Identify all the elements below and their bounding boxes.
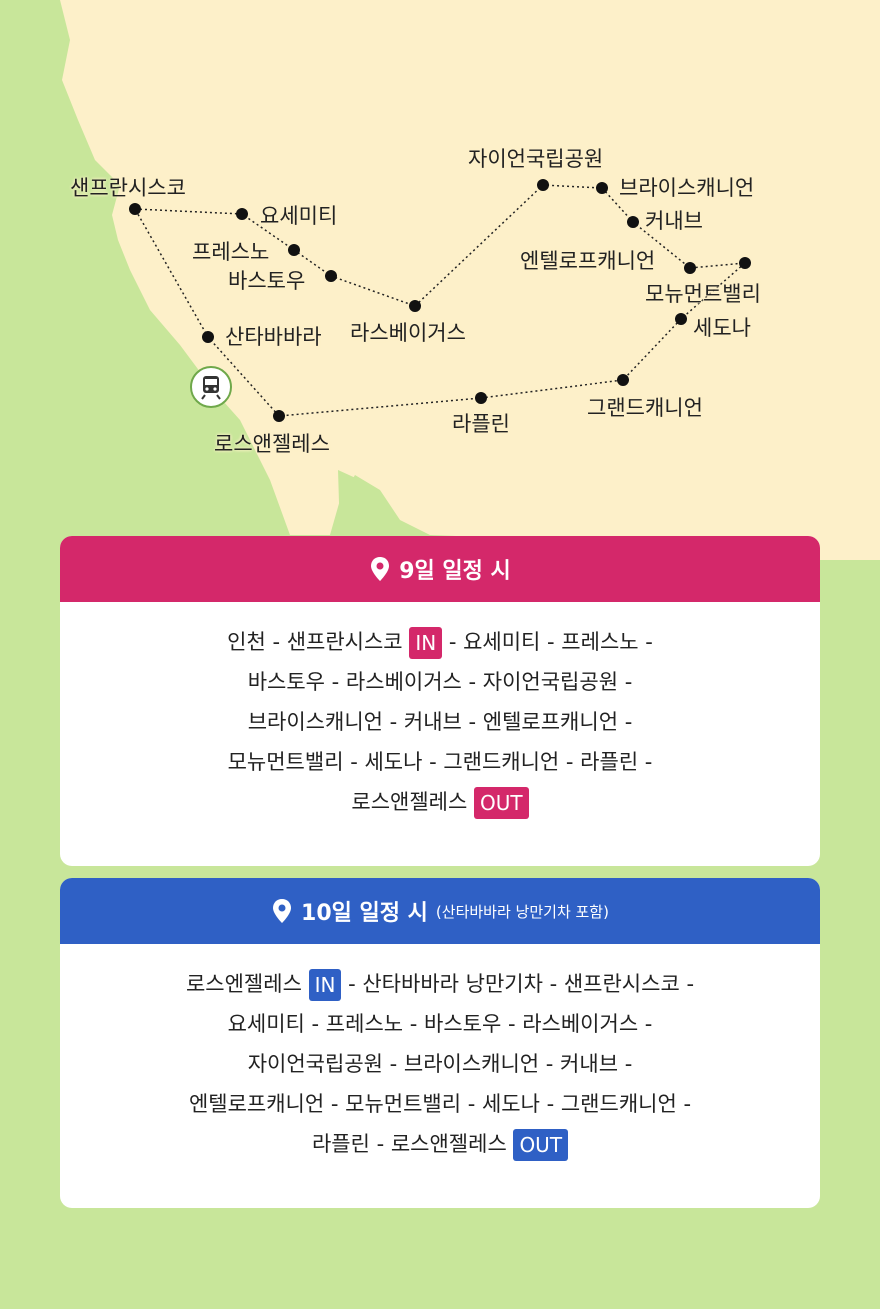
location-pin-icon [273, 899, 292, 923]
dot-laughlin [475, 392, 487, 404]
route-map: 샌프란시스코 요세미티 프레스노 바스토우 라스베이거스 산타바바라 로스앤젤레… [0, 0, 880, 560]
itinerary-text: - 요세미티 - 프레스노 - [442, 630, 653, 654]
itinerary-text: 엔텔로프캐니언 - 모뉴먼트밸리 - 세도나 - 그랜드캐니언 - [188, 1092, 692, 1116]
train-icon [190, 366, 232, 408]
dot-yosemite [236, 208, 248, 220]
card-body-9day: 인천 - 샌프란시스코 IN - 요세미티 - 프레스노 - 바스토우 - 라스… [60, 602, 820, 822]
itinerary-text: 라플린 - 로스앤젤레스 [311, 1132, 514, 1156]
land-area [60, 0, 880, 560]
label-losangeles: 로스앤젤레스 [214, 432, 330, 456]
route-dots [129, 179, 751, 422]
label-barstow: 바스토우 [228, 269, 306, 293]
dot-monument [739, 257, 751, 269]
itinerary-text: 모뉴먼트밸리 - 세도나 - 그랜드캐니언 - 라플린 - [227, 750, 653, 774]
dot-kanab [627, 216, 639, 228]
itinerary-text: - 산타바바라 낭만기차 - 샌프란시스코 - [341, 972, 695, 996]
itinerary-line: 라플린 - 로스앤젤레스 OUT [60, 1124, 820, 1164]
label-kanab: 커내브 [645, 209, 703, 233]
itinerary-line: 바스토우 - 라스베이거스 - 자이언국립공원 - [60, 662, 820, 702]
itinerary-line: 브라이스캐니언 - 커내브 - 엔텔로프캐니언 - [60, 702, 820, 742]
card-subtitle-10day: (산타바바라 낭만기차 포함) [435, 902, 609, 921]
label-lasvegas: 라스베이거스 [350, 321, 466, 345]
card-header-10day: 10일 일정 시 (산타바바라 낭만기차 포함) [60, 878, 820, 944]
label-sedona: 세도나 [693, 316, 751, 340]
label-bryce: 브라이스캐니언 [619, 176, 755, 200]
dot-lasvegas [409, 300, 421, 312]
label-yosemite: 요세미티 [260, 204, 338, 228]
in-badge: IN [409, 627, 443, 659]
label-sanfrancisco: 샌프란시스코 [70, 176, 186, 200]
inland-green-patch [338, 470, 372, 535]
card-title-9day: 9일 일정 시 [399, 559, 511, 584]
itinerary-line: 인천 - 샌프란시스코 IN - 요세미티 - 프레스노 - [60, 622, 820, 662]
itinerary-text: 요세미티 - 프레스노 - 바스토우 - 라스베이거스 - [227, 1012, 653, 1036]
label-grandcanyon: 그랜드캐니언 [587, 396, 703, 420]
itinerary-line: 엔텔로프캐니언 - 모뉴먼트밸리 - 세도나 - 그랜드캐니언 - [60, 1084, 820, 1124]
in-badge: IN [308, 969, 342, 1001]
label-antelope: 엔텔로프캐니언 [520, 249, 656, 273]
itinerary-text: 바스토우 - 라스베이거스 - 자이언국립공원 - [247, 670, 633, 694]
dot-bryce [596, 182, 608, 194]
dot-fresno [288, 244, 300, 256]
itinerary-line: 로스엔젤레스 IN - 산타바바라 낭만기차 - 샌프란시스코 - [60, 964, 820, 1004]
dot-losangeles [273, 410, 285, 422]
label-fresno: 프레스노 [192, 240, 270, 264]
itinerary-text: 자이언국립공원 - 브라이스캐니언 - 커내브 - [247, 1052, 633, 1076]
card-body-10day: 로스엔젤레스 IN - 산타바바라 낭만기차 - 샌프란시스코 - 요세미티 -… [60, 944, 820, 1164]
label-laughlin: 라플린 [452, 412, 510, 436]
label-santabarbara: 산타바바라 [225, 325, 322, 349]
dot-santabarbara [202, 331, 214, 343]
itinerary-text: 브라이스캐니언 - 커내브 - 엔텔로프캐니언 - [247, 710, 633, 734]
itinerary-line: 요세미티 - 프레스노 - 바스토우 - 라스베이거스 - [60, 1004, 820, 1044]
location-pin-icon [371, 557, 390, 581]
itinerary-text: 로스앤젤레스 [351, 790, 474, 814]
itinerary-line: 자이언국립공원 - 브라이스캐니언 - 커내브 - [60, 1044, 820, 1084]
dot-sanfrancisco [129, 203, 141, 215]
itinerary-line: 로스앤젤레스 OUT [60, 782, 820, 822]
dot-barstow [325, 270, 337, 282]
out-badge: OUT [474, 787, 529, 819]
card-title-10day: 10일 일정 시 [301, 901, 428, 926]
dot-antelope [684, 262, 696, 274]
itinerary-line: 모뉴먼트밸리 - 세도나 - 그랜드캐니언 - 라플린 - [60, 742, 820, 782]
itinerary-text: 로스엔젤레스 [185, 972, 309, 996]
itinerary-card-10day: 10일 일정 시 (산타바바라 낭만기차 포함) 로스엔젤레스 IN - 산타바… [60, 878, 820, 1208]
out-badge: OUT [513, 1129, 569, 1161]
itinerary-text: 인천 - 샌프란시스코 [227, 630, 410, 654]
label-monument: 모뉴먼트밸리 [645, 282, 761, 306]
dot-grandcanyon [617, 374, 629, 386]
card-header-9day: 9일 일정 시 [60, 536, 820, 602]
dot-sedona [675, 313, 687, 325]
label-zion: 자이언국립공원 [468, 147, 604, 171]
itinerary-card-9day: 9일 일정 시 인천 - 샌프란시스코 IN - 요세미티 - 프레스노 - 바… [60, 536, 820, 866]
map-background [0, 0, 880, 560]
dot-zion [537, 179, 549, 191]
